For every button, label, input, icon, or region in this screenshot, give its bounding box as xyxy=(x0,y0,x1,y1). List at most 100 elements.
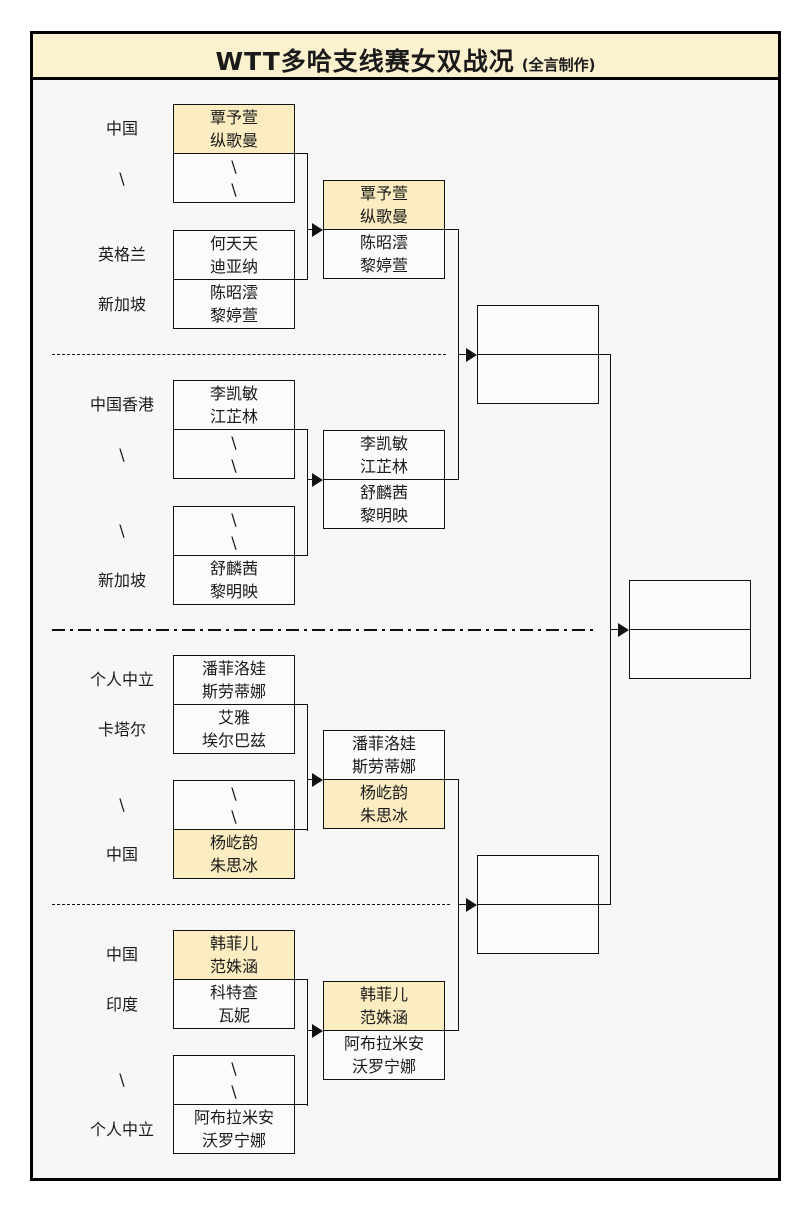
arrow-icon xyxy=(312,473,323,487)
country-label: 个人中立 xyxy=(89,670,154,689)
bye-mark: \ xyxy=(231,456,237,475)
pair-slot: 杨屹韵 朱思冰 xyxy=(324,779,444,828)
player-name: 潘菲洛娃 xyxy=(351,734,416,753)
player-name: 朱思冰 xyxy=(209,856,258,875)
connector-line xyxy=(442,1030,459,1031)
arrow-icon xyxy=(466,348,477,362)
round1-box: 潘菲洛娃 斯劳蒂娜 艾雅 埃尔巴兹 xyxy=(173,655,295,754)
bye-slot: \ \ xyxy=(174,781,294,829)
player-name: 黎婷萱 xyxy=(359,256,408,275)
country-label: 新加坡 xyxy=(97,295,146,314)
player-name: 艾雅 xyxy=(217,708,250,727)
connector-line xyxy=(292,429,308,430)
connector-line xyxy=(442,779,459,780)
connector-line xyxy=(610,629,620,630)
round1-box: \ \ 杨屹韵 朱思冰 xyxy=(173,780,295,879)
player-name: 阿布拉米安 xyxy=(193,1108,274,1127)
country-label: 中国 xyxy=(105,945,138,964)
pair-slot: 艾雅 埃尔巴兹 xyxy=(174,704,294,753)
connector-line xyxy=(458,779,459,1031)
connector-line xyxy=(307,704,308,831)
bye-mark: \ xyxy=(231,784,237,803)
bye-label: \ xyxy=(119,795,125,814)
player-name: 沃罗宁娜 xyxy=(351,1057,416,1076)
round1-box: \ \ 舒麟茜 黎明映 xyxy=(173,506,295,605)
bye-mark: \ xyxy=(231,180,237,199)
connector-line xyxy=(292,555,308,556)
player-name: 韩菲儿 xyxy=(359,985,408,1004)
bye-label: \ xyxy=(119,169,125,188)
connector-line xyxy=(307,429,308,556)
country-label: 个人中立 xyxy=(89,1120,154,1139)
player-name: 迪亚纳 xyxy=(209,257,258,276)
connector-line xyxy=(292,153,308,154)
bye-mark: \ xyxy=(231,510,237,529)
connector-line xyxy=(292,979,308,980)
pair-slot: 李凯敏 江芷林 xyxy=(324,431,444,479)
round1-box: 何天天 迪亚纳 陈昭澐 黎婷萱 xyxy=(173,230,295,329)
player-name: 江芷林 xyxy=(359,457,408,476)
country-label: 中国 xyxy=(105,119,138,138)
pair-slot: 李凯敏 江芷林 xyxy=(174,381,294,429)
connector-line xyxy=(292,279,308,280)
pair-slot: 韩菲儿 范姝涵 xyxy=(324,982,444,1030)
empty-slot xyxy=(478,306,598,354)
connector-line xyxy=(292,704,308,705)
connector-line xyxy=(292,1104,308,1105)
bye-slot: \ \ xyxy=(174,429,294,478)
pair-slot: 何天天 迪亚纳 xyxy=(174,231,294,279)
player-name: 陈昭澐 xyxy=(359,233,408,252)
pair-slot: 阿布拉米安 沃罗宁娜 xyxy=(174,1104,294,1153)
round2-box: 覃予萱 纵歌曼 陈昭澐 黎婷萱 xyxy=(323,180,445,279)
bye-label: \ xyxy=(119,1070,125,1089)
semifinal-box xyxy=(477,855,599,954)
pair-slot: 陈昭澐 黎婷萱 xyxy=(174,279,294,328)
empty-slot xyxy=(478,856,598,904)
player-name: 舒麟茜 xyxy=(209,559,258,578)
connector-line xyxy=(442,229,459,230)
country-label: 新加坡 xyxy=(97,571,146,590)
country-label: 中国香港 xyxy=(89,395,154,414)
player-name: 何天天 xyxy=(209,234,258,253)
player-name: 阿布拉米安 xyxy=(343,1034,424,1053)
player-name: 潘菲洛娃 xyxy=(201,659,266,678)
bye-mark: \ xyxy=(231,533,237,552)
empty-slot xyxy=(478,904,598,953)
connector-line xyxy=(442,479,459,480)
player-name: 杨屹韵 xyxy=(359,783,408,802)
pair-slot: 潘菲洛娃 斯劳蒂娜 xyxy=(174,656,294,704)
country-label: 中国 xyxy=(105,845,138,864)
title-credit: (全言制作) xyxy=(521,56,596,74)
connector-line xyxy=(292,829,308,830)
country-label: 英格兰 xyxy=(97,245,146,264)
section-divider-dashdot-middle xyxy=(52,629,598,631)
round2-box: 韩菲儿 范姝涵 阿布拉米安 沃罗宁娜 xyxy=(323,981,445,1080)
player-name: 舒麟茜 xyxy=(359,483,408,502)
section-divider-dotted-bottom xyxy=(52,904,450,905)
round1-box: 韩菲儿 范姝涵 科特查 瓦妮 xyxy=(173,930,295,1029)
section-divider-dotted-top xyxy=(52,354,446,355)
bye-label: \ xyxy=(119,521,125,540)
connector-line xyxy=(458,354,467,355)
bye-mark: \ xyxy=(231,1082,237,1101)
bye-mark: \ xyxy=(231,807,237,826)
pair-slot: 韩菲儿 范姝涵 xyxy=(174,931,294,979)
page-title: WTT多哈支线赛女双战况 xyxy=(215,47,515,76)
pair-slot: 舒麟茜 黎明映 xyxy=(324,479,444,528)
player-name: 纵歌曼 xyxy=(209,131,258,150)
pair-slot: 杨屹韵 朱思冰 xyxy=(174,829,294,878)
player-name: 朱思冰 xyxy=(359,806,408,825)
player-name: 纵歌曼 xyxy=(359,207,408,226)
player-name: 陈昭澐 xyxy=(209,283,258,302)
player-name: 黎明映 xyxy=(359,506,408,525)
final-box xyxy=(629,580,751,679)
player-name: 李凯敏 xyxy=(359,434,408,453)
player-name: 黎婷萱 xyxy=(209,306,258,325)
country-label: 印度 xyxy=(105,995,138,1014)
arrow-icon xyxy=(312,223,323,237)
bye-slot: \ \ xyxy=(174,1056,294,1104)
empty-slot xyxy=(630,581,750,629)
country-label: 卡塔尔 xyxy=(97,720,146,739)
player-name: 覃予萱 xyxy=(359,184,408,203)
player-name: 埃尔巴兹 xyxy=(201,731,266,750)
